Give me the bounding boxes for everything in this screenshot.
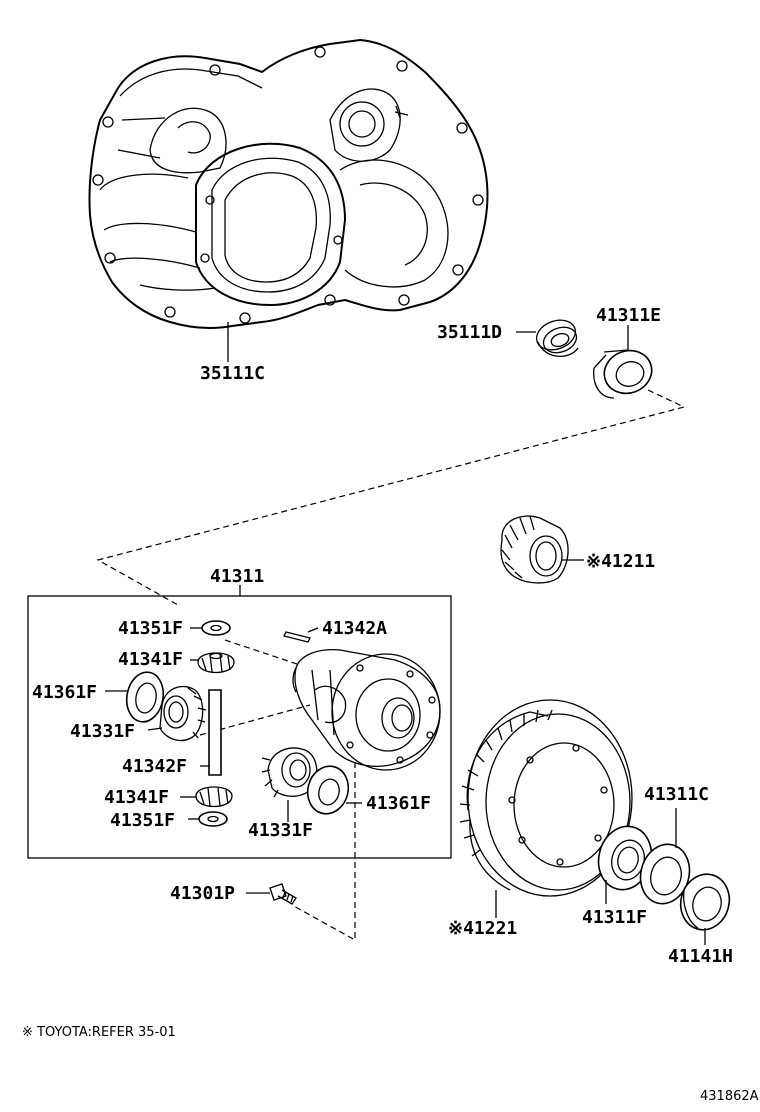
side-washer-right — [306, 765, 350, 815]
figure-code: 431862A — [700, 1089, 759, 1104]
leader-line — [147, 727, 163, 731]
label-41311: 41311 — [210, 566, 264, 587]
label-35111D: 35111D — [437, 322, 502, 343]
label-41311C: 41311C — [644, 784, 709, 805]
label-41361F-right: 41361F — [366, 793, 431, 814]
pinion-gear-upper — [197, 652, 235, 674]
label-41311F: 41311F — [582, 907, 647, 928]
label-41341F-lower: 41341F — [104, 787, 169, 808]
differential-case — [292, 649, 441, 771]
pinion-washer-lower — [198, 811, 228, 827]
leader-line — [307, 627, 319, 633]
label-35111C: 35111C — [200, 363, 265, 384]
pinion-shaft — [208, 689, 222, 776]
label-41341F-upper: 41341F — [118, 649, 183, 670]
label-41311E: 41311E — [596, 305, 661, 326]
label-41361F-left: 41361F — [32, 682, 97, 703]
shim-h — [679, 873, 731, 931]
label-41331F-right: 41331F — [248, 820, 313, 841]
label-41351F-upper: 41351F — [118, 618, 183, 639]
label-41342F: 41342F — [122, 756, 187, 777]
bearing-e — [593, 349, 653, 399]
label-41331F-left: 41331F — [70, 721, 135, 742]
side-gear-right — [261, 747, 318, 798]
assembly-dashed-line — [96, 389, 686, 606]
pinion-washer-upper — [201, 620, 231, 636]
footnote: ※ TOYOTA:REFER 35-01 — [22, 1025, 176, 1040]
label-41141H: 41141H — [668, 946, 733, 967]
oil-seal — [535, 319, 579, 357]
label-41342A: 41342A — [322, 618, 387, 639]
side-gear-left — [159, 685, 207, 742]
bearing-c — [639, 843, 691, 905]
pinion-gear-lower — [195, 786, 233, 808]
transaxle-housing — [88, 38, 489, 330]
label-41351F-lower: 41351F — [110, 810, 175, 831]
label-41211: ※41211 — [586, 551, 655, 572]
label-41221: ※41221 — [448, 918, 517, 939]
ring-gear — [459, 699, 633, 897]
label-41301P: 41301P — [170, 883, 235, 904]
pinion-shaft-pin — [283, 631, 311, 643]
ring-gear-bolt — [269, 883, 297, 905]
assembly-dashed-line — [224, 639, 301, 666]
speedometer-gear — [500, 515, 569, 584]
assembly-dashed-line — [199, 704, 311, 736]
